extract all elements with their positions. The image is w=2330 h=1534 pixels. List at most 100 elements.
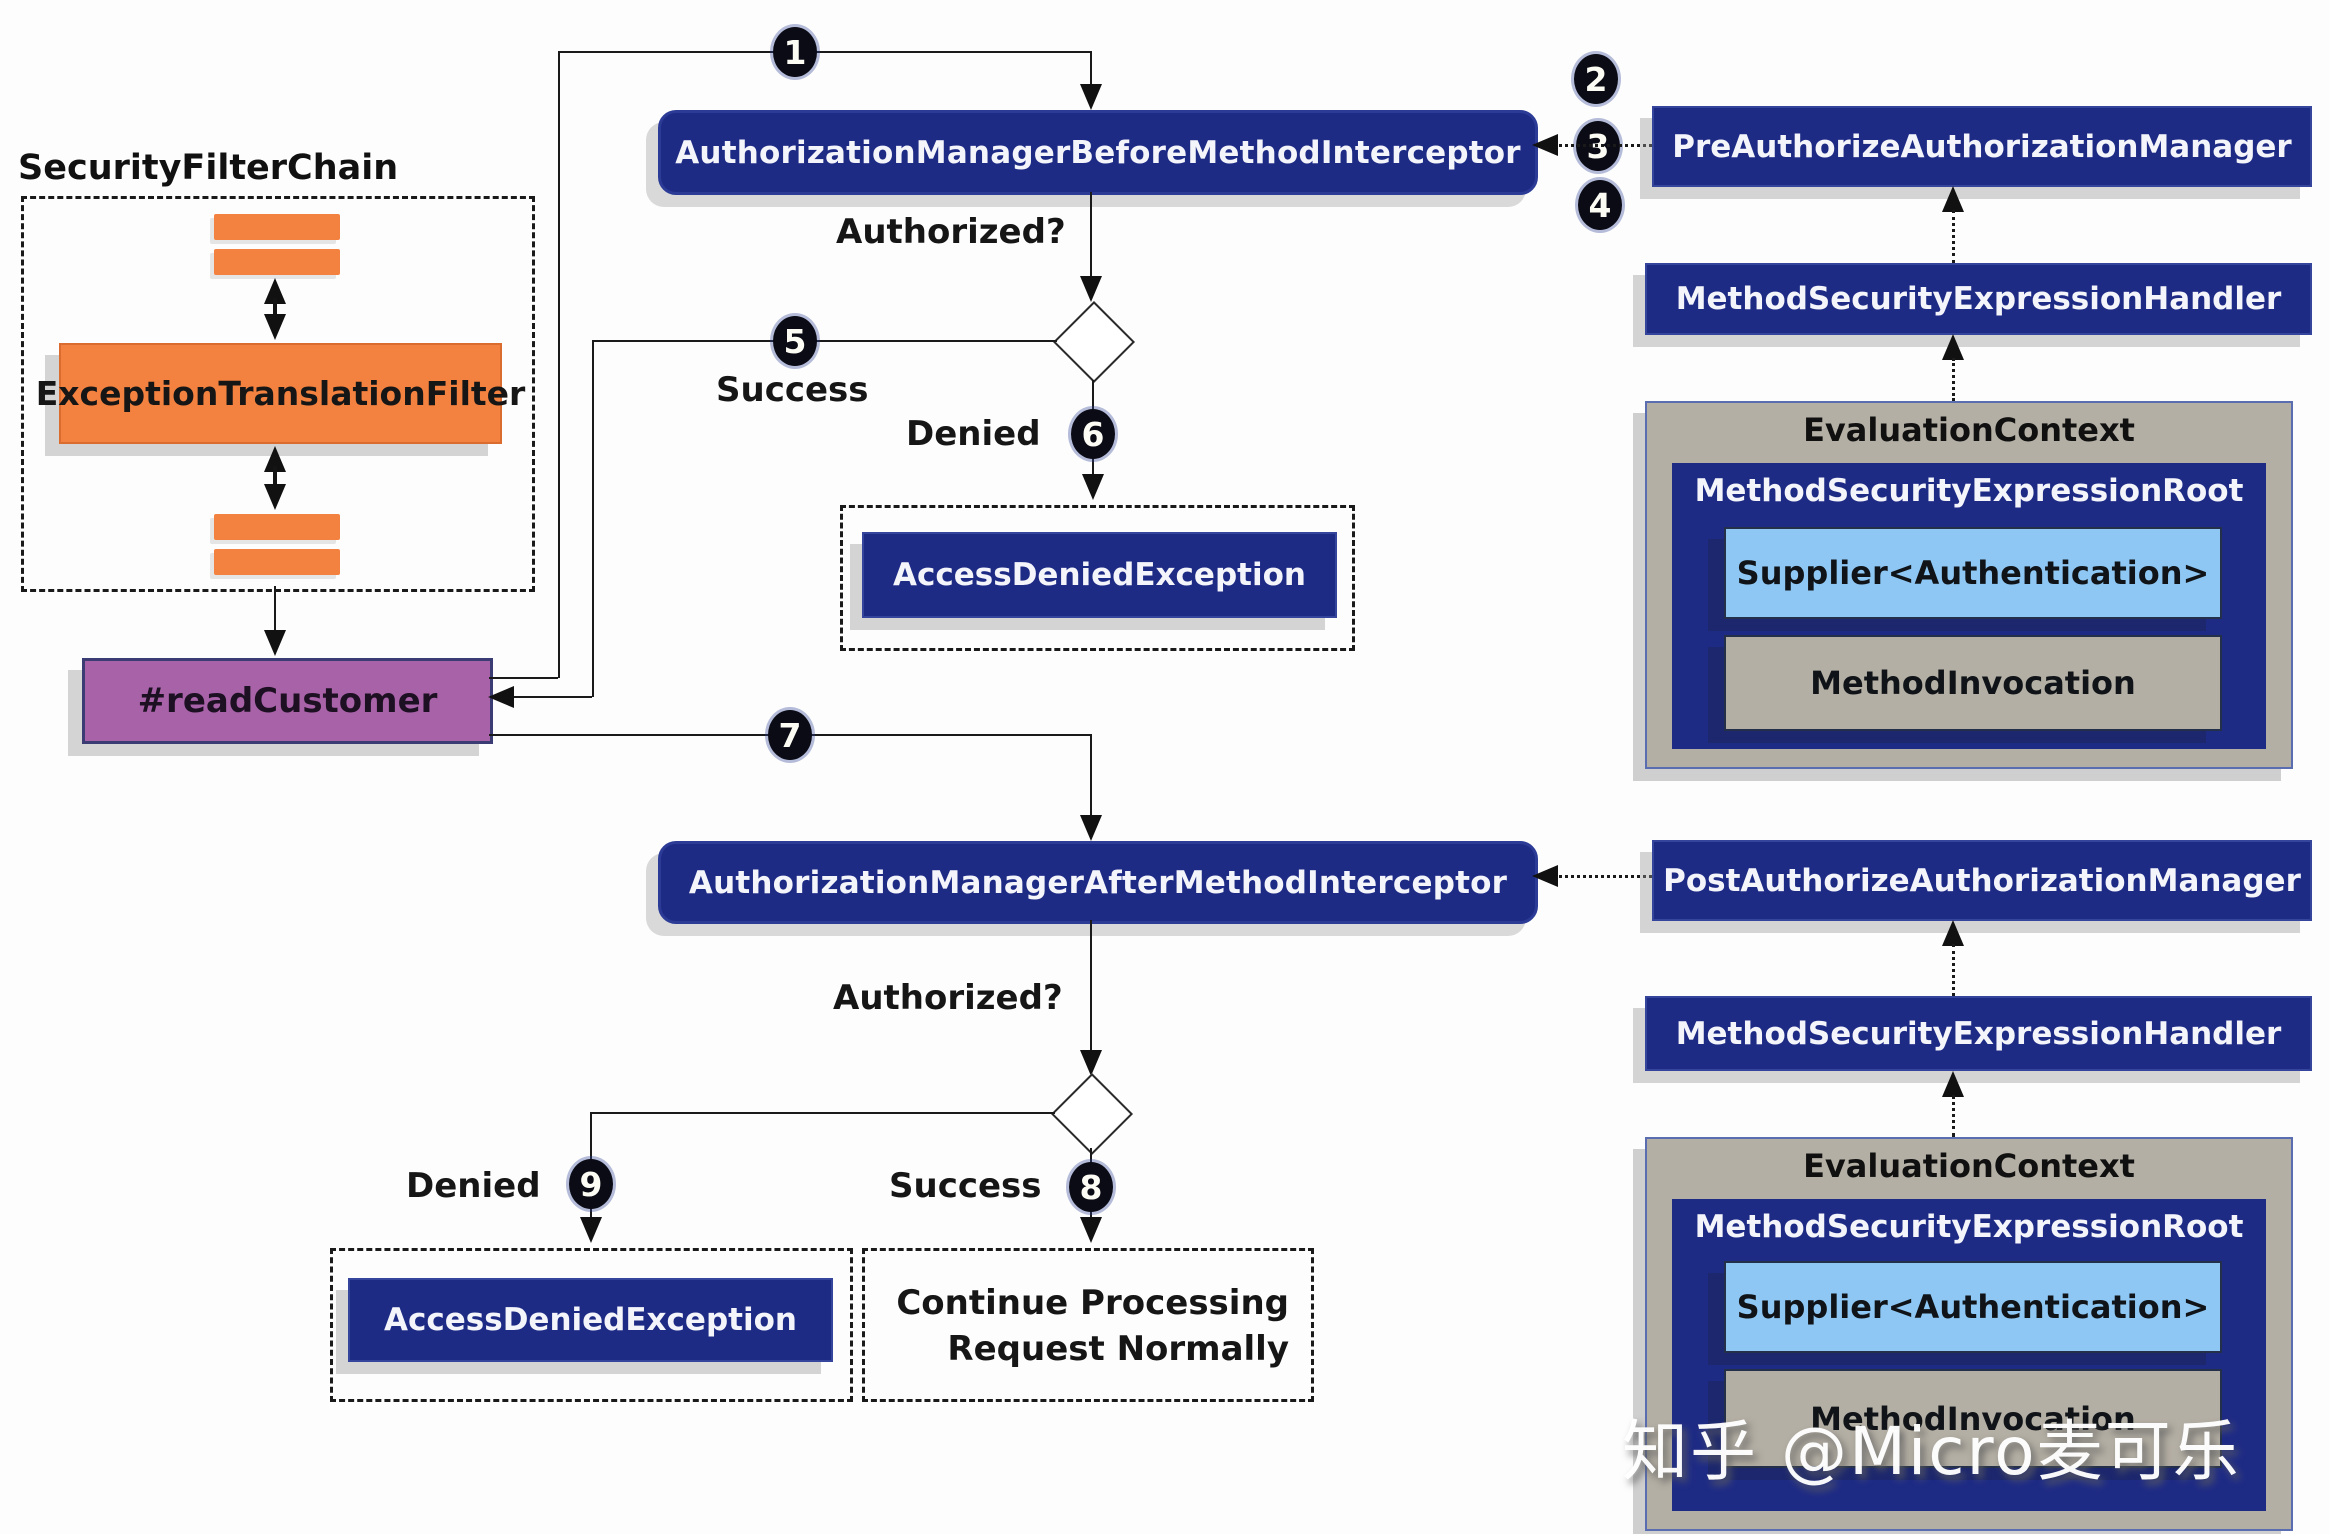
filter-bar bbox=[214, 249, 340, 275]
step-badge-8: 8 bbox=[1069, 1162, 1113, 1212]
arrowhead-down bbox=[1080, 1050, 1102, 1076]
arrowhead-up bbox=[1942, 186, 1964, 212]
method-invocation-box: MethodInvocation bbox=[1724, 1369, 2222, 1468]
filter-bar bbox=[214, 214, 340, 240]
pre-authorize-manager-label: PreAuthorizeAuthorizationManager bbox=[1672, 128, 2292, 165]
connector-line bbox=[591, 1112, 1055, 1114]
supplier-authentication-label: Supplier<Authentication> bbox=[1736, 554, 2210, 592]
step-badge-9: 9 bbox=[569, 1159, 613, 1209]
evaluation-context-box: EvaluationContext MethodSecurityExpressi… bbox=[1645, 401, 2293, 769]
exception-translation-filter-label: ExceptionTranslationFilter bbox=[35, 374, 526, 413]
read-customer-label: #readCustomer bbox=[137, 681, 438, 721]
step-badge-4: 4 bbox=[1578, 180, 1622, 230]
decision-diamond-before bbox=[1052, 300, 1136, 384]
arrowhead-down bbox=[264, 630, 286, 656]
supplier-authentication-label: Supplier<Authentication> bbox=[1736, 1288, 2210, 1326]
arrowhead-up bbox=[264, 278, 286, 304]
connector-line bbox=[273, 298, 277, 320]
before-interceptor-box: AuthorizationManagerBeforeMethodIntercep… bbox=[658, 110, 1538, 195]
continue-processing-box: Continue Processing Request Normally bbox=[862, 1248, 1314, 1402]
success-label: Success bbox=[716, 370, 869, 410]
arrowhead-down bbox=[580, 1217, 602, 1243]
post-authorize-manager-label: PostAuthorizeAuthorizationManager bbox=[1663, 862, 2301, 899]
after-interceptor-box: AuthorizationManagerAfterMethodIntercept… bbox=[658, 841, 1538, 924]
connector-line bbox=[558, 51, 1092, 53]
connector-line bbox=[273, 466, 277, 490]
arrowhead-down bbox=[264, 484, 286, 510]
arrowhead-down bbox=[264, 314, 286, 340]
expression-root-box: MethodSecurityExpressionRoot Supplier<Au… bbox=[1672, 1199, 2266, 1511]
supplier-authentication-box: Supplier<Authentication> bbox=[1724, 527, 2222, 619]
method-invocation-label: MethodInvocation bbox=[1810, 1399, 2136, 1438]
continue-processing-line2: Request Normally bbox=[947, 1328, 1289, 1369]
expression-root-box: MethodSecurityExpressionRoot Supplier<Au… bbox=[1672, 463, 2266, 749]
watermark: 知乎 @Micro麦可乐 bbox=[1622, 1413, 2241, 1490]
dotted-connector bbox=[1952, 944, 1955, 996]
method-invocation-box: MethodInvocation bbox=[1724, 635, 2222, 731]
arrowhead-left bbox=[1532, 865, 1558, 887]
denied-label: Denied bbox=[906, 414, 1041, 454]
arrowhead-down bbox=[1080, 84, 1102, 110]
read-customer-box: #readCustomer bbox=[82, 658, 493, 744]
access-denied-container: AccessDeniedException bbox=[840, 505, 1355, 651]
expression-handler-label: MethodSecurityExpressionHandler bbox=[1675, 281, 2282, 317]
access-denied-box: AccessDeniedException bbox=[862, 532, 1337, 618]
connector-line bbox=[274, 586, 276, 630]
denied-label: Denied bbox=[406, 1166, 541, 1206]
arrowhead-down bbox=[1080, 815, 1102, 841]
connector-line bbox=[1090, 920, 1092, 1050]
evaluation-context-title: EvaluationContext bbox=[1803, 1147, 2135, 1185]
authorized-label: Authorized? bbox=[833, 978, 1063, 1018]
dotted-connector bbox=[1546, 875, 1652, 878]
exception-translation-filter-box: ExceptionTranslationFilter bbox=[36, 343, 525, 444]
connector-line bbox=[489, 677, 558, 679]
authorized-label: Authorized? bbox=[836, 212, 1066, 252]
arrowhead-up bbox=[1942, 920, 1964, 946]
connector-line bbox=[1090, 192, 1092, 276]
connector-line bbox=[558, 51, 560, 678]
security-filter-chain-box bbox=[21, 196, 535, 592]
decision-diamond-after bbox=[1050, 1072, 1134, 1156]
supplier-authentication-box: Supplier<Authentication> bbox=[1724, 1261, 2222, 1353]
arrowhead-left bbox=[488, 686, 514, 708]
access-denied-label: AccessDeniedException bbox=[384, 1302, 797, 1338]
pre-authorize-manager-box: PreAuthorizeAuthorizationManager bbox=[1652, 106, 2312, 187]
arrowhead-up bbox=[1942, 334, 1964, 360]
dotted-connector bbox=[1952, 210, 1955, 263]
expression-handler-label: MethodSecurityExpressionHandler bbox=[1675, 1015, 2282, 1052]
step-badge-2: 2 bbox=[1574, 54, 1618, 104]
expression-root-title: MethodSecurityExpressionRoot bbox=[1694, 473, 2244, 509]
expression-root-title: MethodSecurityExpressionRoot bbox=[1694, 1209, 2244, 1245]
security-filter-chain-title: SecurityFilterChain bbox=[18, 148, 399, 188]
access-denied-container: AccessDeniedException bbox=[330, 1248, 853, 1402]
method-invocation-label: MethodInvocation bbox=[1810, 664, 2136, 702]
filter-bar bbox=[214, 514, 340, 540]
connector-line bbox=[593, 340, 1057, 342]
evaluation-context-box: EvaluationContext MethodSecurityExpressi… bbox=[1645, 1137, 2293, 1531]
arrowhead-down bbox=[1080, 276, 1102, 302]
before-interceptor-label: AuthorizationManagerBeforeMethodIntercep… bbox=[675, 134, 1521, 171]
connector-line bbox=[1090, 51, 1092, 84]
access-denied-label: AccessDeniedException bbox=[893, 557, 1306, 593]
step-badge-7: 7 bbox=[768, 710, 812, 760]
connector-line bbox=[512, 696, 592, 698]
connector-line bbox=[592, 340, 594, 697]
arrowhead-down bbox=[1080, 1217, 1102, 1243]
expression-handler-box: MethodSecurityExpressionHandler bbox=[1645, 996, 2312, 1071]
arrowhead-up bbox=[1942, 1071, 1964, 1097]
expression-handler-box: MethodSecurityExpressionHandler bbox=[1645, 263, 2312, 335]
success-label: Success bbox=[889, 1166, 1042, 1206]
after-interceptor-label: AuthorizationManagerAfterMethodIntercept… bbox=[688, 864, 1508, 901]
evaluation-context-title: EvaluationContext bbox=[1803, 411, 2135, 449]
dotted-connector bbox=[1952, 358, 1955, 401]
arrowhead-up bbox=[264, 446, 286, 472]
step-badge-6: 6 bbox=[1071, 409, 1115, 459]
filter-bar bbox=[214, 549, 340, 575]
post-authorize-manager-box: PostAuthorizeAuthorizationManager bbox=[1652, 840, 2312, 921]
access-denied-box: AccessDeniedException bbox=[348, 1278, 833, 1362]
continue-processing-line1: Continue Processing bbox=[896, 1283, 1289, 1323]
step-badge-5: 5 bbox=[773, 316, 817, 366]
dotted-connector bbox=[1546, 144, 1652, 147]
dotted-connector bbox=[1952, 1095, 1955, 1137]
